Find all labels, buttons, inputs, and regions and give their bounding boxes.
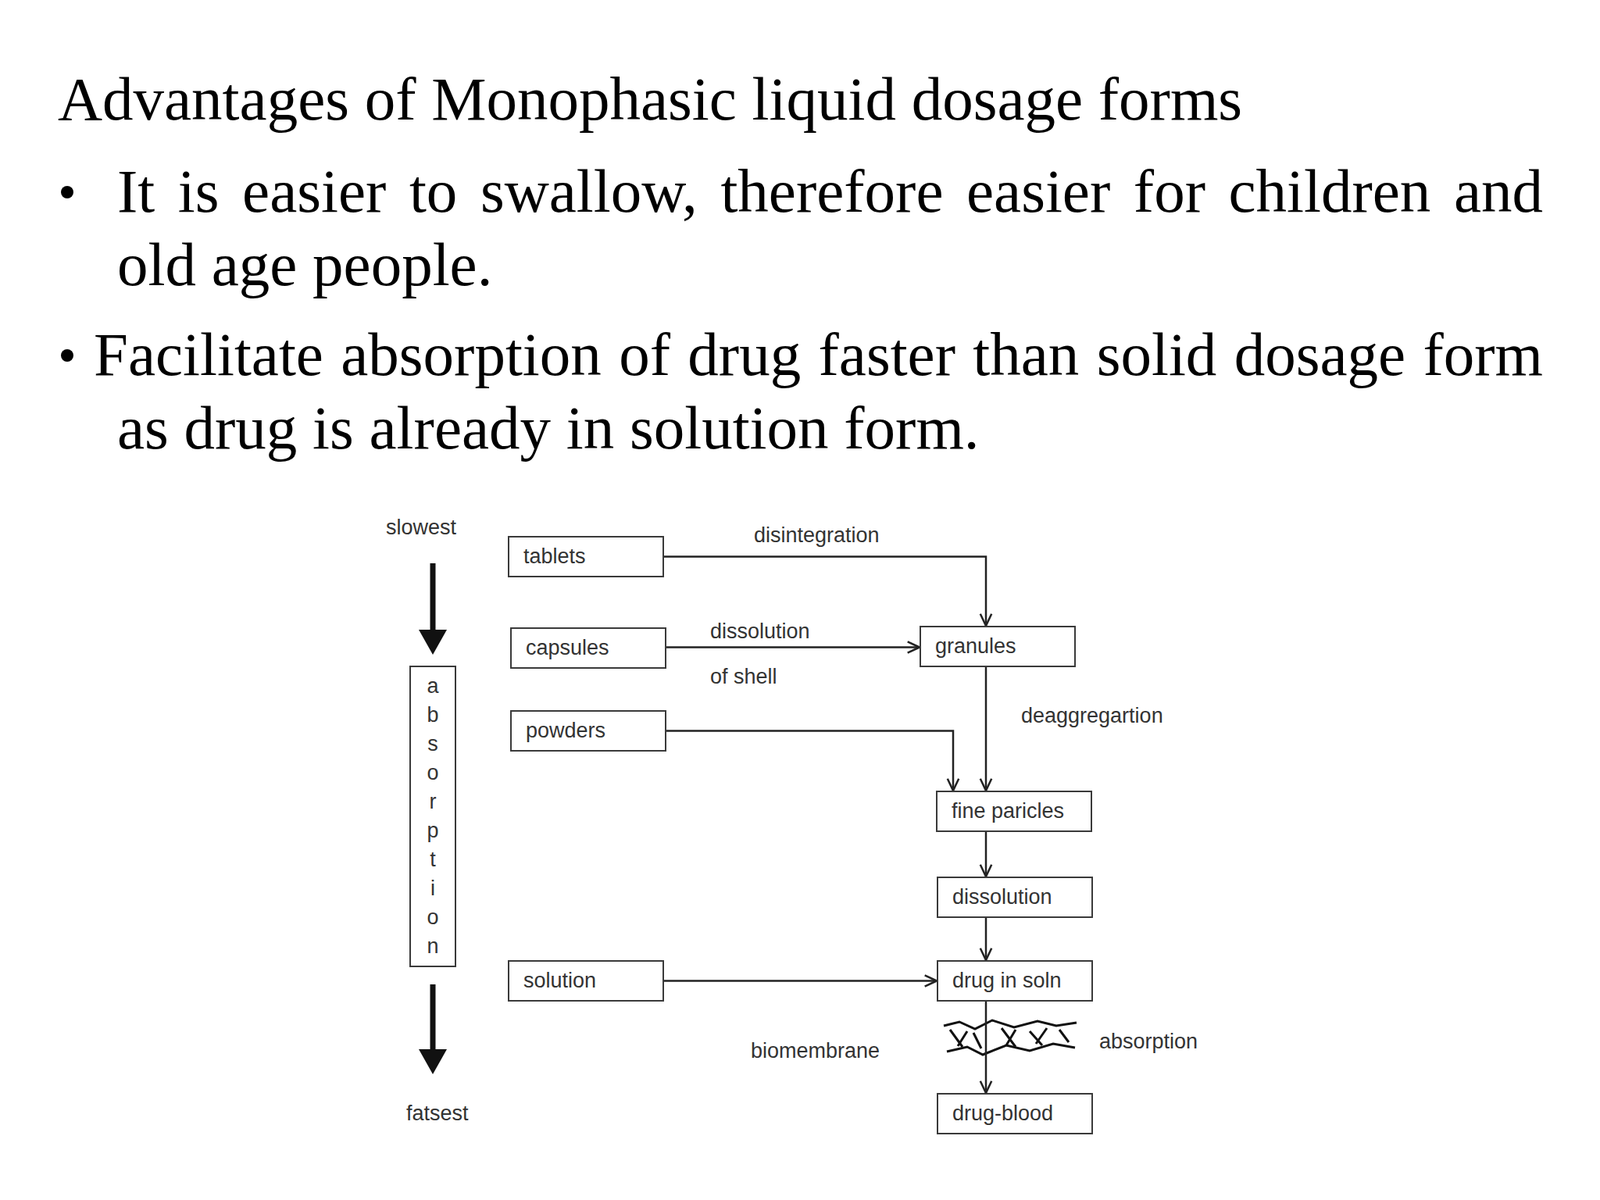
scale-box: absorption [409, 665, 457, 968]
box-text: absorption [420, 671, 446, 961]
flow-arrow [666, 731, 954, 792]
process-box: drug in soln [936, 960, 1093, 1002]
edge-label: dissolution of shell [710, 608, 824, 700]
thick-arrow-head [418, 629, 447, 655]
process-box: drug-blood [936, 1092, 1093, 1135]
box-text: tablets [523, 544, 586, 569]
flow-arrow [985, 917, 988, 961]
biomembrane-symbol [943, 1020, 1077, 1055]
process-box: fine paricles [935, 790, 1093, 833]
box-text: powders [525, 718, 606, 743]
bullet-text: Facilitate absorption of drug faster tha… [117, 317, 1543, 465]
box-text: granules [935, 634, 1017, 659]
process-box: tablets [507, 535, 665, 578]
box-text: dissolution [952, 885, 1053, 910]
part-label: biomembrane [750, 1039, 880, 1064]
flow-arrow [666, 646, 920, 649]
process-box: powders [510, 710, 667, 752]
flow-arrow [985, 667, 988, 791]
process-box: capsules [510, 627, 667, 669]
bullet-text: It is easier to swallow, therefore easie… [117, 154, 1543, 302]
flow-arrow [664, 979, 937, 983]
edge-label: disintegration [753, 523, 880, 548]
flow-arrow [664, 557, 986, 627]
box-text: capsules [525, 635, 610, 661]
edge-label: deaggregartion [1021, 703, 1164, 729]
bullet-dot [60, 349, 74, 362]
flow-arrow [985, 1001, 988, 1093]
bullet-dot [60, 185, 74, 199]
thick-arrow-shaft [430, 984, 436, 1055]
box-text: drug-blood [952, 1101, 1054, 1126]
slide-title: Advantages of Monophasic liquid dosage f… [57, 62, 1243, 136]
thick-arrow-shaft [430, 563, 436, 635]
box-text: fine paricles [951, 799, 1065, 824]
process-box: dissolution [936, 876, 1093, 918]
scale-label: slowest [385, 515, 457, 540]
thick-arrow-head [418, 1049, 447, 1075]
box-text: drug in soln [952, 968, 1062, 993]
edge-label: absorption [1099, 1029, 1198, 1054]
process-box: granules [919, 625, 1076, 668]
box-text: solution [523, 968, 597, 993]
scale-label: fatsest [406, 1101, 469, 1126]
process-box: solution [507, 960, 665, 1002]
flow-arrow [985, 832, 988, 877]
